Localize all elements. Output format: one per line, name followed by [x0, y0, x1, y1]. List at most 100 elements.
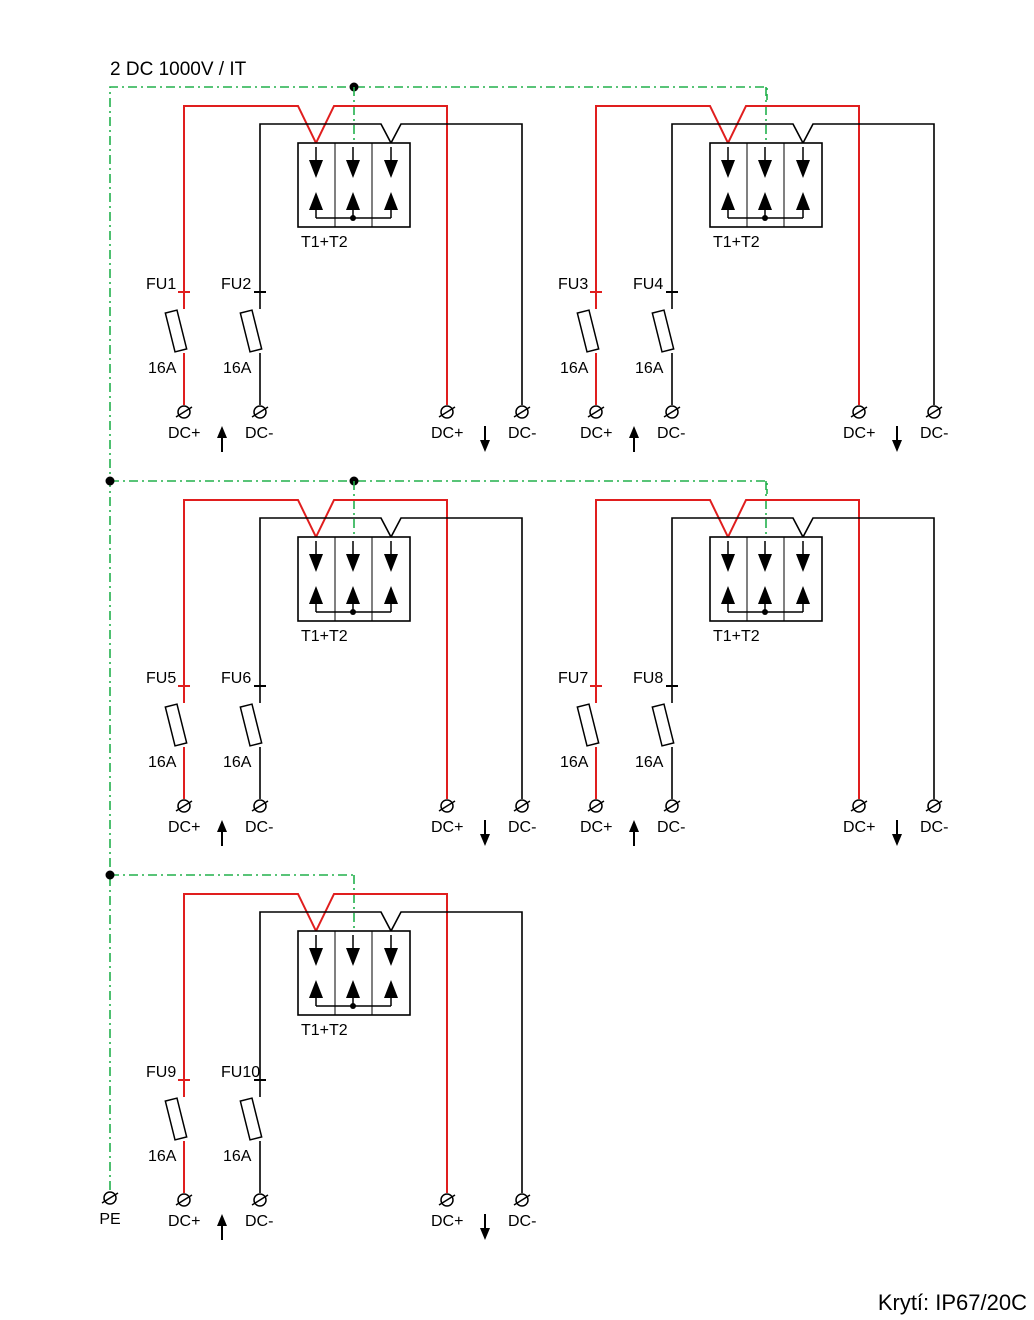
fuse-positive-name: FU5	[146, 670, 176, 687]
terminal-input-negative	[251, 405, 269, 419]
pe-branch-row2	[110, 480, 768, 494]
output-positive-label: DC+	[843, 425, 875, 442]
fuse-negative-group	[239, 292, 263, 370]
input-arrow-icon	[217, 1214, 227, 1240]
pe-junction-dot	[105, 870, 115, 880]
fuse-positive	[164, 703, 188, 747]
terminal-output-negative	[513, 799, 531, 813]
surge-protection-device	[297, 142, 411, 228]
fuse-negative	[239, 1097, 263, 1141]
terminal-output-negative	[513, 1193, 531, 1207]
fuse-negative-rating: 16A	[635, 754, 664, 771]
surge-protection-device	[709, 536, 823, 622]
fuse-positive-group	[576, 686, 600, 764]
output-arrow-icon	[892, 426, 902, 452]
fuse-negative	[239, 309, 263, 353]
terminal-input-negative	[251, 1193, 269, 1207]
terminal-input-positive	[587, 405, 605, 419]
pe-main-line	[109, 86, 768, 1190]
terminal-input-positive	[175, 799, 193, 813]
input-negative-label: DC-	[245, 819, 273, 836]
fuse-negative-rating: 16A	[223, 1148, 252, 1165]
terminal-output-positive	[438, 405, 456, 419]
output-negative-label: DC-	[508, 819, 536, 836]
fuse-positive	[164, 309, 188, 353]
input-positive-label: DC+	[168, 425, 200, 442]
fuse-positive-group	[164, 292, 188, 370]
fuse-negative-name: FU6	[221, 670, 251, 687]
spd-label: T1+T2	[713, 628, 760, 645]
terminal-output-positive	[850, 405, 868, 419]
terminal-input-positive	[175, 405, 193, 419]
input-positive-label: DC+	[168, 819, 200, 836]
terminal-output-positive	[438, 799, 456, 813]
spd-label: T1+T2	[301, 1022, 348, 1039]
output-negative-label: DC-	[508, 1213, 536, 1230]
fuse-negative-rating: 16A	[223, 360, 252, 377]
fuse-positive-rating: 16A	[560, 360, 589, 377]
pe-bus: PE	[99, 82, 768, 1228]
fuse-negative-rating: 16A	[635, 360, 664, 377]
surge-protection-device	[709, 142, 823, 228]
enclosure-rating: Krytí: IP67/20C	[878, 1290, 1027, 1315]
output-negative-label: DC-	[508, 425, 536, 442]
input-positive-label: DC+	[168, 1213, 200, 1230]
surge-protection-device	[297, 536, 411, 622]
fuse-positive-group	[164, 1080, 188, 1158]
terminal-output-positive	[438, 1193, 456, 1207]
fuse-positive-name: FU1	[146, 276, 176, 293]
input-arrow-icon	[629, 820, 639, 846]
input-negative-label: DC-	[657, 425, 685, 442]
fuse-positive-rating: 16A	[148, 754, 177, 771]
spd-label: T1+T2	[713, 234, 760, 251]
fuse-positive-name: FU9	[146, 1064, 176, 1081]
fuse-positive-rating: 16A	[560, 754, 589, 771]
terminal-output-negative	[925, 799, 943, 813]
pe-junction-dot	[105, 476, 115, 486]
fuse-positive-rating: 16A	[148, 1148, 177, 1165]
fuse-negative-group	[651, 292, 675, 370]
fuse-negative-name: FU2	[221, 276, 251, 293]
fuse-negative-name: FU4	[633, 276, 663, 293]
input-arrow-icon	[217, 820, 227, 846]
terminal-output-positive	[850, 799, 868, 813]
fuse-positive-rating: 16A	[148, 360, 177, 377]
fuse-negative-name: FU8	[633, 670, 663, 687]
terminal-input-negative	[251, 799, 269, 813]
terminal-input-positive	[175, 1193, 193, 1207]
output-negative-label: DC-	[920, 819, 948, 836]
output-positive-label: DC+	[431, 1213, 463, 1230]
fuse-positive-name: FU3	[558, 276, 588, 293]
input-positive-label: DC+	[580, 425, 612, 442]
fuse-negative-group	[239, 686, 263, 764]
terminal-output-negative	[925, 405, 943, 419]
fuse-negative	[239, 703, 263, 747]
output-arrow-icon	[480, 820, 490, 846]
pe-label: PE	[99, 1211, 120, 1228]
output-arrow-icon	[480, 426, 490, 452]
pe-terminal	[101, 1191, 119, 1205]
fuse-positive	[164, 1097, 188, 1141]
fuse-positive-group	[576, 292, 600, 370]
fuse-positive-name: FU7	[558, 670, 588, 687]
output-positive-label: DC+	[431, 425, 463, 442]
input-negative-label: DC-	[245, 425, 273, 442]
terminal-input-positive	[587, 799, 605, 813]
spd-label: T1+T2	[301, 234, 348, 251]
fuse-negative-group	[651, 686, 675, 764]
fuse-negative-rating: 16A	[223, 754, 252, 771]
input-arrow-icon	[217, 426, 227, 452]
fuse-negative	[651, 703, 675, 747]
input-positive-label: DC+	[580, 819, 612, 836]
fuse-positive	[576, 703, 600, 747]
output-arrow-icon	[480, 1214, 490, 1240]
fuse-negative	[651, 309, 675, 353]
terminal-input-negative	[663, 405, 681, 419]
terminal-output-negative	[513, 405, 531, 419]
output-negative-label: DC-	[920, 425, 948, 442]
